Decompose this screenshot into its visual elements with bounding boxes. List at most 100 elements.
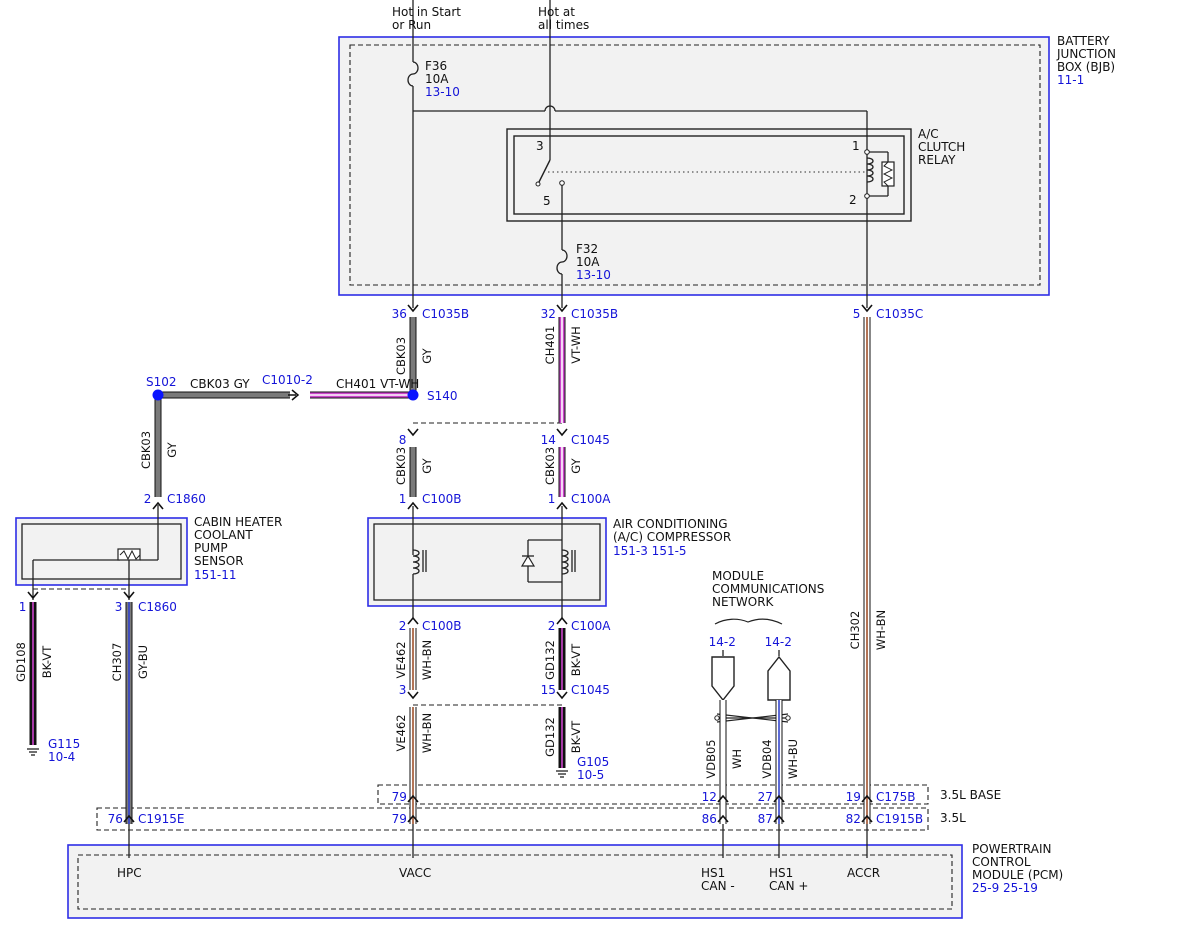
pcm-pin-can-plus: CAN +	[769, 879, 808, 893]
connector-name-22[interactable]: C1915B	[876, 812, 923, 826]
pcm-pin-vacc: VACC	[399, 866, 431, 880]
f32-ref[interactable]: 13-10	[576, 268, 611, 282]
relay-name-3: RELAY	[918, 153, 956, 167]
connector-pin-15[interactable]: 12	[702, 790, 717, 804]
wire-circuit-0: CBK03	[394, 337, 408, 375]
connector-pin-4[interactable]: 14	[541, 433, 556, 447]
inline-connector-arrow	[288, 389, 300, 401]
compressor-ref[interactable]: 151-3 151-5	[613, 544, 687, 558]
connector-arrow-3	[407, 428, 419, 437]
wire-color-14: WH-BU	[786, 739, 800, 779]
s140-label[interactable]: S140	[427, 389, 458, 403]
connector-pin-12[interactable]: 3	[399, 683, 407, 697]
label-hot-start-1: Hot in Start	[392, 5, 461, 19]
relay-pin-2: 2	[849, 193, 857, 207]
connector-arrow-10	[407, 616, 419, 625]
connector-name-6[interactable]: C100B	[422, 492, 462, 506]
connector-pin-3[interactable]: 8	[399, 433, 407, 447]
connector-name-7[interactable]: C100A	[571, 492, 611, 506]
heater-name-3: PUMP	[194, 541, 228, 555]
variant-frames	[96, 784, 929, 831]
splice-s140	[407, 389, 419, 401]
g105-ref[interactable]: 10-5	[577, 768, 604, 782]
connector-pin-11[interactable]: 2	[548, 619, 556, 633]
connector-arrow-2	[861, 304, 873, 313]
connector-arrow-0	[407, 304, 419, 313]
connector-pin-7[interactable]: 1	[548, 492, 556, 506]
connector-pin-6[interactable]: 1	[399, 492, 407, 506]
connector-pin-20[interactable]: 86	[702, 812, 717, 826]
relay-pin-1: 1	[852, 139, 860, 153]
cabin-heater-sensor-box	[15, 517, 188, 586]
g115-ref[interactable]: 10-4	[48, 750, 75, 764]
connector-pin-1[interactable]: 32	[541, 307, 556, 321]
s102-label[interactable]: S102	[146, 375, 177, 389]
wire-circuit-10: GD132	[543, 640, 557, 680]
wire-circuit-11: VE462	[394, 714, 408, 751]
connector-name-13[interactable]: C1045	[571, 683, 610, 697]
relay-name-2: CLUTCH	[918, 140, 965, 154]
connector-name-4[interactable]: C1045	[571, 433, 610, 447]
connector-name-10[interactable]: C100B	[422, 619, 462, 633]
bjb-ref[interactable]: 11-1	[1057, 73, 1084, 87]
connector-pin-10[interactable]: 2	[399, 619, 407, 633]
f36-ref[interactable]: 13-10	[425, 85, 460, 99]
connector-arrow-5	[152, 501, 164, 510]
connector-pin-18[interactable]: 76	[108, 812, 123, 826]
label-hot-start-2: or Run	[392, 18, 431, 32]
heater-sensor-labels: CABIN HEATER COOLANT PUMP SENSOR 151-11	[194, 515, 282, 582]
connector-pin-16[interactable]: 27	[758, 790, 773, 804]
connector-pin-14[interactable]: 79	[392, 790, 407, 804]
connector-pin-24[interactable]: 14-2	[765, 635, 792, 649]
relay-pin-5: 5	[543, 194, 551, 208]
connector-pin-9[interactable]: 3	[115, 600, 123, 614]
g105-name[interactable]: G105	[577, 755, 609, 769]
connector-pin-21[interactable]: 87	[758, 812, 773, 826]
f36-name: F36	[425, 59, 447, 73]
connector-arrow-9	[123, 591, 135, 600]
heater-ref[interactable]: 151-11	[194, 568, 237, 582]
wire-color-12: BK-VT	[569, 720, 583, 754]
connector-pin-19[interactable]: 79	[392, 812, 407, 826]
f36-rating: 10A	[425, 72, 449, 86]
wire-circuit-12: GD132	[543, 717, 557, 757]
connector-name-11[interactable]: C100A	[571, 619, 611, 633]
connector-pin-13[interactable]: 15	[541, 683, 556, 697]
connector-pin-17[interactable]: 19	[846, 790, 861, 804]
wire-circuit-5: CBK03	[543, 447, 557, 485]
connector-name-18[interactable]: C1915E	[138, 812, 185, 826]
connector-arrow-12	[407, 691, 419, 700]
connector-arrow-22	[861, 814, 873, 823]
connector-name-5[interactable]: C1860	[167, 492, 206, 506]
g115-name[interactable]: G115	[48, 737, 80, 751]
wire-circuit-8: CH307	[110, 643, 124, 682]
bjb-label: BATTERY JUNCTION BOX (BJB) 11-1	[1056, 34, 1116, 87]
c1010-label[interactable]: C1010-2	[262, 373, 313, 387]
connector-arrow-4	[556, 428, 568, 437]
connector-pin-8[interactable]: 1	[19, 600, 27, 614]
f32-rating: 10A	[576, 255, 600, 269]
splice-s102	[152, 389, 164, 401]
connector-arrow-11	[556, 616, 568, 625]
wire-circuit-9: VE462	[394, 641, 408, 678]
connector-name-9[interactable]: C1860	[138, 600, 177, 614]
pcm-ref[interactable]: 25-9 25-19	[972, 881, 1038, 895]
wire-layer	[29, 317, 871, 824]
connector-name-0[interactable]: C1035B	[422, 307, 469, 321]
connector-name-17[interactable]: C175B	[876, 790, 916, 804]
connector-name-2[interactable]: C1035C	[876, 307, 923, 321]
wire-circuit-14: VDB04	[760, 739, 774, 778]
wire-color-0: GY	[420, 347, 434, 363]
connector-pin-22[interactable]: 82	[846, 812, 861, 826]
connector-arrow-19	[407, 814, 419, 823]
connector-name-1[interactable]: C1035B	[571, 307, 618, 321]
connector-pin-0[interactable]: 36	[392, 307, 407, 321]
connector-pin-5[interactable]: 2	[144, 492, 152, 506]
connector-pin-23[interactable]: 14-2	[709, 635, 736, 649]
connector-pin-2[interactable]: 5	[853, 307, 861, 321]
heater-name-4: SENSOR	[194, 554, 244, 568]
wire-color-13: WH	[730, 749, 744, 769]
